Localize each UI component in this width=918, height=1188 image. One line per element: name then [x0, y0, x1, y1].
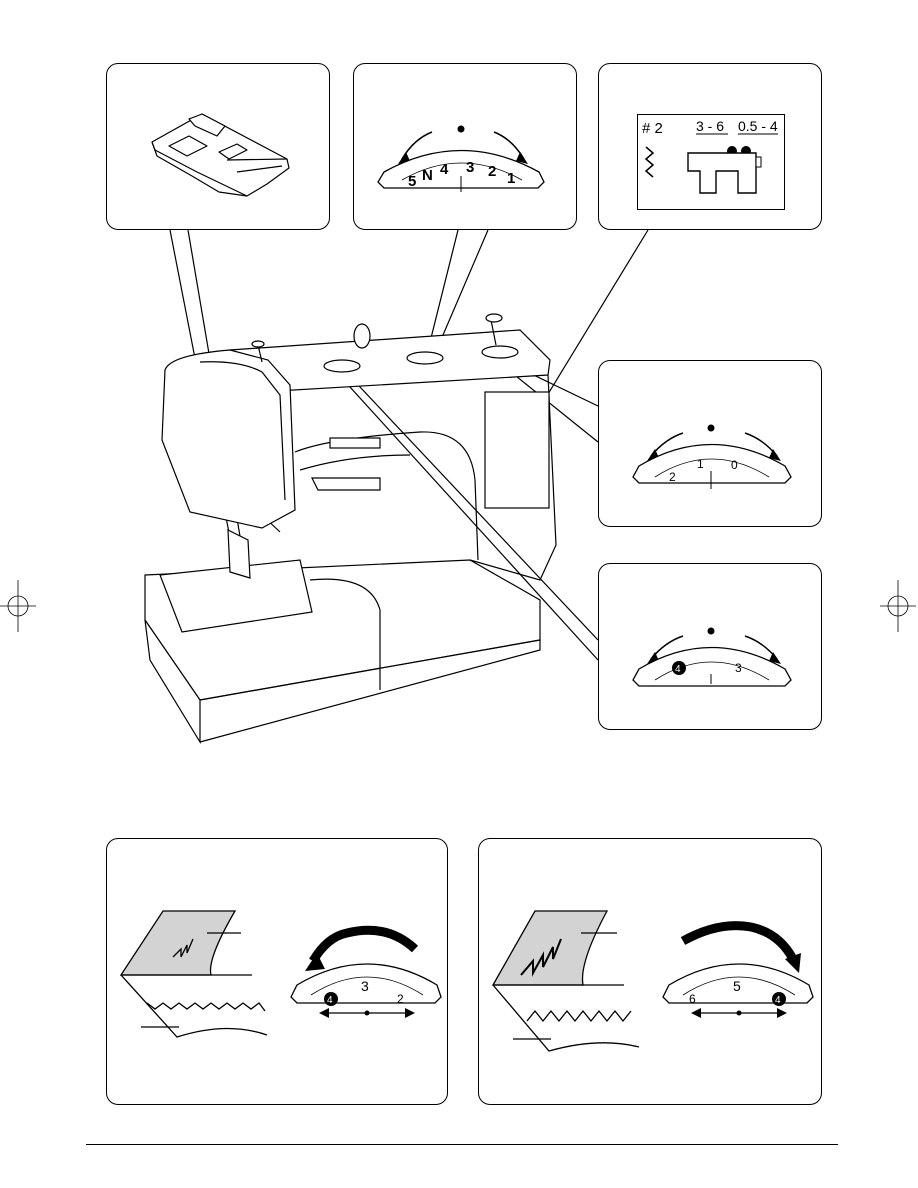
right-dial-label-6: 6: [689, 992, 696, 1006]
right-dial-label-4: 4: [775, 995, 781, 1006]
fabric-stitch-illustration-right: 6 5 4: [479, 839, 821, 1104]
dial-left: 4 3 2: [291, 930, 441, 1018]
dial-right: 6 5 4: [663, 926, 813, 1018]
footer-rule: [86, 1144, 838, 1145]
registration-mark-left: [0, 580, 40, 640]
stitch-adjust-panel-right: 6 5 4: [478, 838, 822, 1105]
sewing-machine-illustration: [0, 0, 918, 800]
right-dial-label-5: 5: [733, 978, 741, 994]
stitch-adjust-panel-left: 4 3 2: [106, 838, 448, 1105]
left-dial-label-4: 4: [327, 995, 333, 1006]
left-dial-label-2: 2: [397, 992, 404, 1006]
registration-mark-right: [880, 580, 918, 640]
left-dial-label-3: 3: [361, 978, 369, 994]
fabric-stitch-illustration-left: 4 3 2: [107, 839, 447, 1104]
